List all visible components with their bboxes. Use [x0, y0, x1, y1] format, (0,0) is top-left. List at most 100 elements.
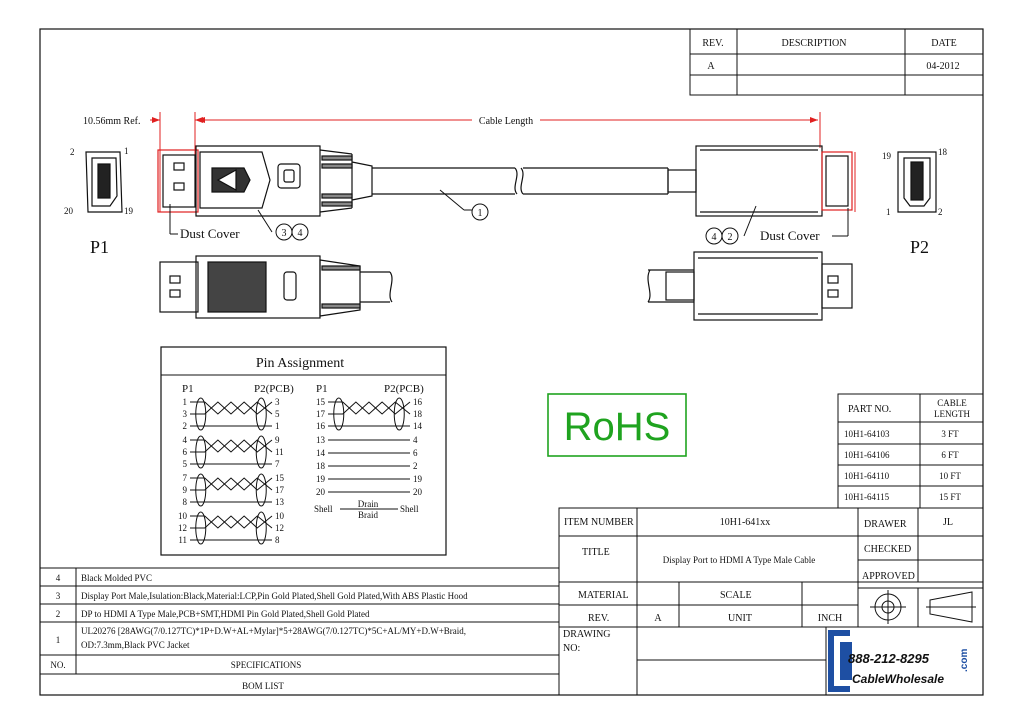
pin-assignment-box [160, 346, 447, 556]
hdmi-plug-top-view [647, 251, 853, 321]
drawing-no-label-1: DRAWING [563, 629, 611, 640]
straight-p2-label: 4 [413, 435, 418, 445]
balloon-34-leader [257, 209, 309, 241]
dp-plug-side-view [157, 145, 668, 217]
balloon-1: 1 [478, 208, 483, 219]
pin-p2-label: 18 [413, 409, 423, 419]
p2-pin-19: 19 [882, 151, 892, 161]
pin-p1-label: 10 [178, 511, 188, 521]
p2-pin-1: 1 [886, 207, 891, 217]
pin-p1-label: 17 [316, 409, 326, 419]
pin-p1-label: 16 [316, 421, 326, 431]
shield-ellipse [255, 397, 267, 431]
pin-p1-label: 1 [183, 397, 188, 407]
pin-p2-label: 16 [413, 397, 423, 407]
balloon-42-leader [705, 205, 849, 245]
p2-pin-2: 2 [938, 207, 943, 217]
shell-right: Shell [400, 504, 419, 514]
part-row-3: 10H1-64110 [844, 471, 890, 481]
straight-p2-label: 20 [413, 487, 423, 497]
cable-length-dimension: Cable Length [479, 116, 533, 127]
pin-p1-label: 3 [183, 409, 188, 419]
pin-p2-label: 1 [275, 421, 280, 431]
pin-p1-label: 4 [183, 435, 188, 445]
length-row-2: 6 FT [941, 450, 959, 460]
length-row-4: 15 FT [939, 492, 961, 502]
title-block [558, 507, 984, 696]
straight-p1-label: 18 [316, 461, 326, 471]
pin-p2-label: 8 [275, 535, 280, 545]
pin-p2-label: 5 [275, 409, 280, 419]
pin-left-p1-label: P1 [182, 383, 194, 395]
projection-symbol [870, 590, 976, 624]
shell-left: Shell [314, 504, 333, 514]
drain-label: Drain [358, 499, 379, 509]
pin-p2-label: 11 [275, 447, 284, 457]
pin-p1-label: 12 [178, 523, 187, 533]
straight-p2-label: 2 [413, 461, 418, 471]
p2-pin-18: 18 [938, 147, 948, 157]
pin-p1-label: 8 [183, 497, 188, 507]
shield-ellipse [393, 397, 405, 431]
p2-end-view [897, 151, 937, 213]
drawer-label: DRAWER [864, 519, 907, 530]
length-row-3: 10 FT [939, 471, 961, 481]
pin-right-p2-label: P2(PCB) [384, 383, 424, 395]
twisted-wire [328, 401, 411, 415]
checked-label: CHECKED [864, 544, 911, 555]
balloon-1-leader [439, 189, 489, 221]
pin-p2-label: 10 [275, 511, 285, 521]
p2-label: P2 [910, 237, 929, 257]
bom-spec-1b: OD:7.3mm,Black PVC Jacket [81, 640, 190, 650]
bom-table [39, 567, 560, 696]
twisted-wire [190, 515, 273, 529]
rohs-box [547, 393, 687, 457]
twisted-wire [190, 401, 273, 415]
pin-p2-label: 15 [275, 473, 285, 483]
material-label: MATERIAL [578, 590, 629, 601]
shield-ellipse [255, 473, 267, 507]
pin-p1-label: 7 [183, 473, 188, 483]
length-header-1: CABLE [937, 398, 967, 408]
bom-no-4: 4 [56, 573, 61, 583]
dust-cover-left: Dust Cover [180, 226, 240, 241]
date-header: DATE [931, 38, 957, 49]
shield-ellipse [195, 397, 207, 431]
pin-p1-label: 5 [183, 459, 188, 469]
pin-left-p2-label: P2(PCB) [254, 383, 294, 395]
revision-table [689, 28, 984, 96]
straight-p1-label: 20 [316, 487, 326, 497]
title-label: TITLE [582, 547, 610, 558]
p1-pin-2: 2 [70, 147, 75, 157]
drawer-value: JL [943, 517, 953, 528]
item-number: 10H1-641xx [720, 517, 771, 528]
logo-phone: 888-212-8295 [848, 651, 930, 666]
p1-pin-19: 19 [124, 206, 134, 216]
dust-cover-leader-left [169, 204, 178, 235]
pin-p2-label: 14 [413, 421, 423, 431]
shield-ellipse [255, 435, 267, 469]
bom-list-label: BOM LIST [242, 681, 284, 691]
unit-value: INCH [818, 613, 842, 624]
balloon-4: 4 [298, 228, 303, 239]
unit-label: UNIT [728, 613, 752, 624]
rev-value: A [654, 613, 662, 624]
pin-p1-label: 6 [183, 447, 188, 457]
dust-cover-right: Dust Cover [760, 228, 820, 243]
pin-p1-label: 15 [316, 397, 326, 407]
revision-date: 04-2012 [926, 61, 959, 72]
bom-spec-header: SPECIFICATIONS [231, 660, 302, 670]
part-table [837, 393, 984, 509]
revision-value: A [707, 61, 715, 72]
dp-plug-top-view [159, 255, 393, 319]
pin-p1-label: 2 [183, 421, 188, 431]
logo-name: CableWholesale [852, 672, 944, 686]
pin-wiring: 1323514659117798151713101211101281517161… [178, 397, 423, 545]
shield-ellipse [333, 397, 345, 431]
shield-ellipse [195, 473, 207, 507]
bom-no-3: 3 [56, 591, 61, 601]
balloon-2: 2 [728, 232, 733, 243]
bom-spec-3: Display Port Male,Isulation:Black,Materi… [81, 591, 468, 601]
approved-label: APPROVED [862, 571, 915, 582]
